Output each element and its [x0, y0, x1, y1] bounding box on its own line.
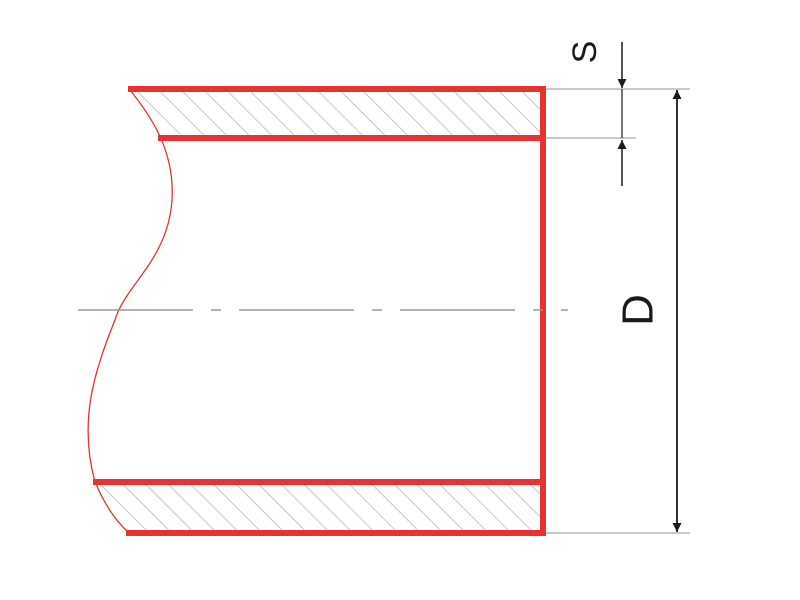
label-s: S [566, 41, 604, 64]
break-line [87, 89, 173, 533]
bottom-wall-hatch [95, 482, 543, 532]
top-wall-hatch [130, 90, 543, 138]
label-d: D [614, 294, 663, 326]
